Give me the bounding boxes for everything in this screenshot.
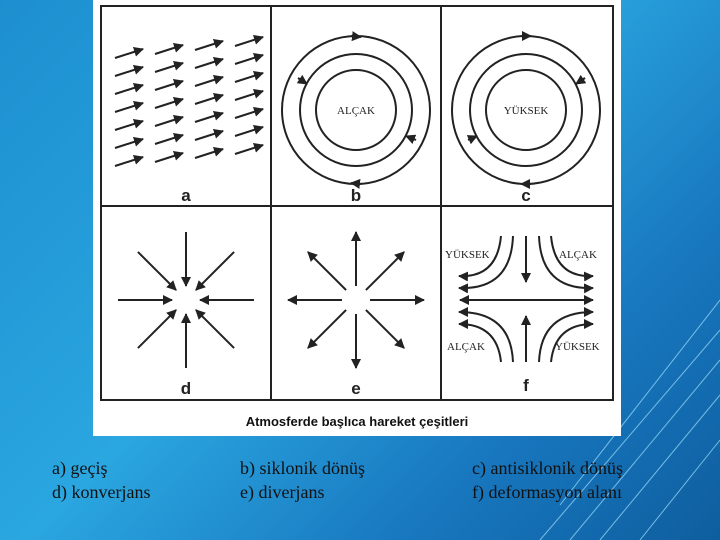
panel-f-label-top-right: ALÇAK xyxy=(559,249,597,261)
panel-a-arrows xyxy=(115,37,263,166)
panel-letter-f: f xyxy=(523,376,529,395)
diverging-arrow xyxy=(308,252,346,290)
figure-caption: Atmosferde başlıca hareket çeşitleri xyxy=(93,414,621,429)
flow-arrow xyxy=(195,77,223,86)
flow-arrow xyxy=(235,55,263,64)
figure-panel: ALÇAK YÜKSEK xyxy=(93,0,621,436)
flow-arrow xyxy=(155,45,183,54)
flow-arrow xyxy=(155,63,183,72)
legend-column-3: c) antisiklonik dönüş f) deformasyon ala… xyxy=(472,456,623,504)
diverging-arrow xyxy=(308,310,346,348)
flow-arrow xyxy=(155,81,183,90)
flow-arrow xyxy=(195,59,223,68)
flow-arrow xyxy=(115,85,143,94)
panel-letter-b: b xyxy=(351,186,361,205)
flow-arrow xyxy=(155,153,183,162)
flow-arrow xyxy=(155,135,183,144)
panel-b-label: ALÇAK xyxy=(337,105,375,117)
flow-arrow xyxy=(115,67,143,76)
flow-arrow xyxy=(115,103,143,112)
panel-letter-a: a xyxy=(181,186,191,205)
flow-arrow xyxy=(195,95,223,104)
flow-arrow xyxy=(115,157,143,166)
flow-arrow xyxy=(195,131,223,140)
panel-f-label-bottom-left: ALÇAK xyxy=(447,341,485,353)
flow-arrow xyxy=(115,49,143,58)
flow-arrow xyxy=(195,149,223,158)
panel-letter-d: d xyxy=(181,379,191,398)
legend-item-e: e) diverjans xyxy=(240,480,365,504)
flow-arrow xyxy=(115,121,143,130)
panel-e-arrows xyxy=(288,232,424,368)
motion-diagram: ALÇAK YÜKSEK xyxy=(93,0,621,436)
diverging-arrow xyxy=(366,310,404,348)
converging-arrow xyxy=(138,310,176,348)
flow-arrow xyxy=(235,37,263,46)
panel-f-label-top-left: YÜKSEK xyxy=(445,249,490,261)
flow-arrow xyxy=(235,91,263,100)
converging-arrow xyxy=(196,252,234,290)
legend-item-f: f) deformasyon alanı xyxy=(472,480,623,504)
panel-f-label-bottom-right: YÜKSEK xyxy=(555,341,600,353)
converging-arrow xyxy=(138,252,176,290)
flow-arrow xyxy=(195,113,223,122)
flow-arrow xyxy=(155,99,183,108)
flow-arrow xyxy=(235,127,263,136)
legend-column-1: a) geçiş d) konverjans xyxy=(52,456,150,504)
flow-arrow xyxy=(155,117,183,126)
panel-d-arrows xyxy=(118,232,254,368)
diverging-arrow xyxy=(366,252,404,290)
legend-item-b: b) siklonik dönüş xyxy=(240,456,365,480)
flow-arrow xyxy=(235,73,263,82)
legend-item-d: d) konverjans xyxy=(52,480,150,504)
flow-arrow xyxy=(235,109,263,118)
panel-c-label: YÜKSEK xyxy=(504,105,549,117)
legend-item-a: a) geçiş xyxy=(52,456,150,480)
flow-arrow xyxy=(235,145,263,154)
legend-column-2: b) siklonik dönüş e) diverjans xyxy=(240,456,365,504)
flow-arrow xyxy=(115,139,143,148)
panel-letter-c: c xyxy=(521,186,530,205)
converging-arrow xyxy=(196,310,234,348)
legend-item-c: c) antisiklonik dönüş xyxy=(472,456,623,480)
panel-letter-e: e xyxy=(351,379,360,398)
flow-arrow xyxy=(195,41,223,50)
